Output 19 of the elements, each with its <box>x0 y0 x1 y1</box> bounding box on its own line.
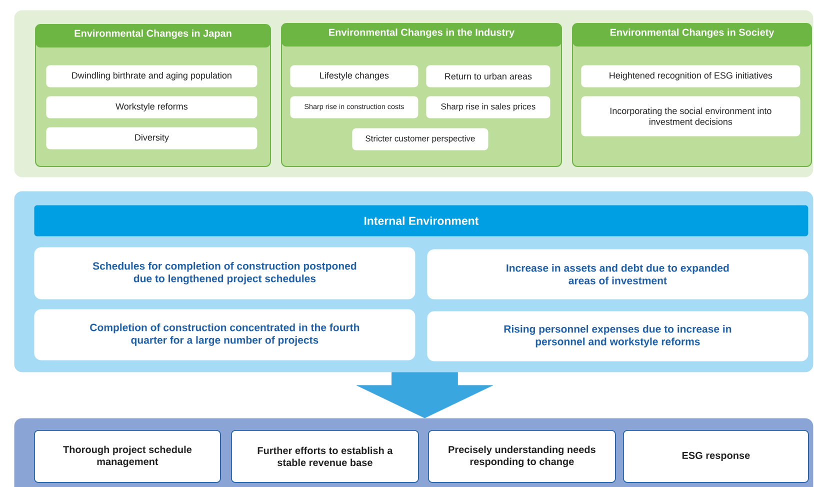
arrow <box>356 372 493 418</box>
measure-box: ESG response <box>623 430 809 483</box>
measure-box: Further efforts to establish a stable revenue base <box>231 430 419 483</box>
item-box: Sharp rise in sales prices <box>426 96 550 118</box>
issue-box: Rising personnel expenses due to increase in personnel and workstyle reforms <box>427 311 808 362</box>
item-box: Diversity <box>46 127 258 150</box>
item-box: Workstyle reforms <box>46 96 258 118</box>
item-box: Incorporating the social environment into investment decisions <box>581 96 800 136</box>
issue-box: Completion of construction concentrated in the fourth quarter for a large number of projects <box>34 309 416 360</box>
item-box: Stricter customer perspective <box>352 128 488 150</box>
item-box: Lifestyle changes <box>290 65 418 88</box>
measure-box: Precisely understanding needs responding to change <box>428 430 616 483</box>
issue-box: Increase in assets and debt due to expanded areas of investment <box>427 249 808 300</box>
item-box: Return to urban areas <box>426 65 550 88</box>
measure-box: Thorough project schedule management <box>34 430 221 483</box>
issue-box: Schedules for completion of construction postponed due to lengthened project schedules <box>34 247 416 300</box>
heading-bar: Internal Environment <box>34 205 808 236</box>
item-box: Dwindling birthrate and aging population <box>46 65 258 88</box>
item-box: Heightened recognition of ESG initiatives <box>581 65 800 88</box>
